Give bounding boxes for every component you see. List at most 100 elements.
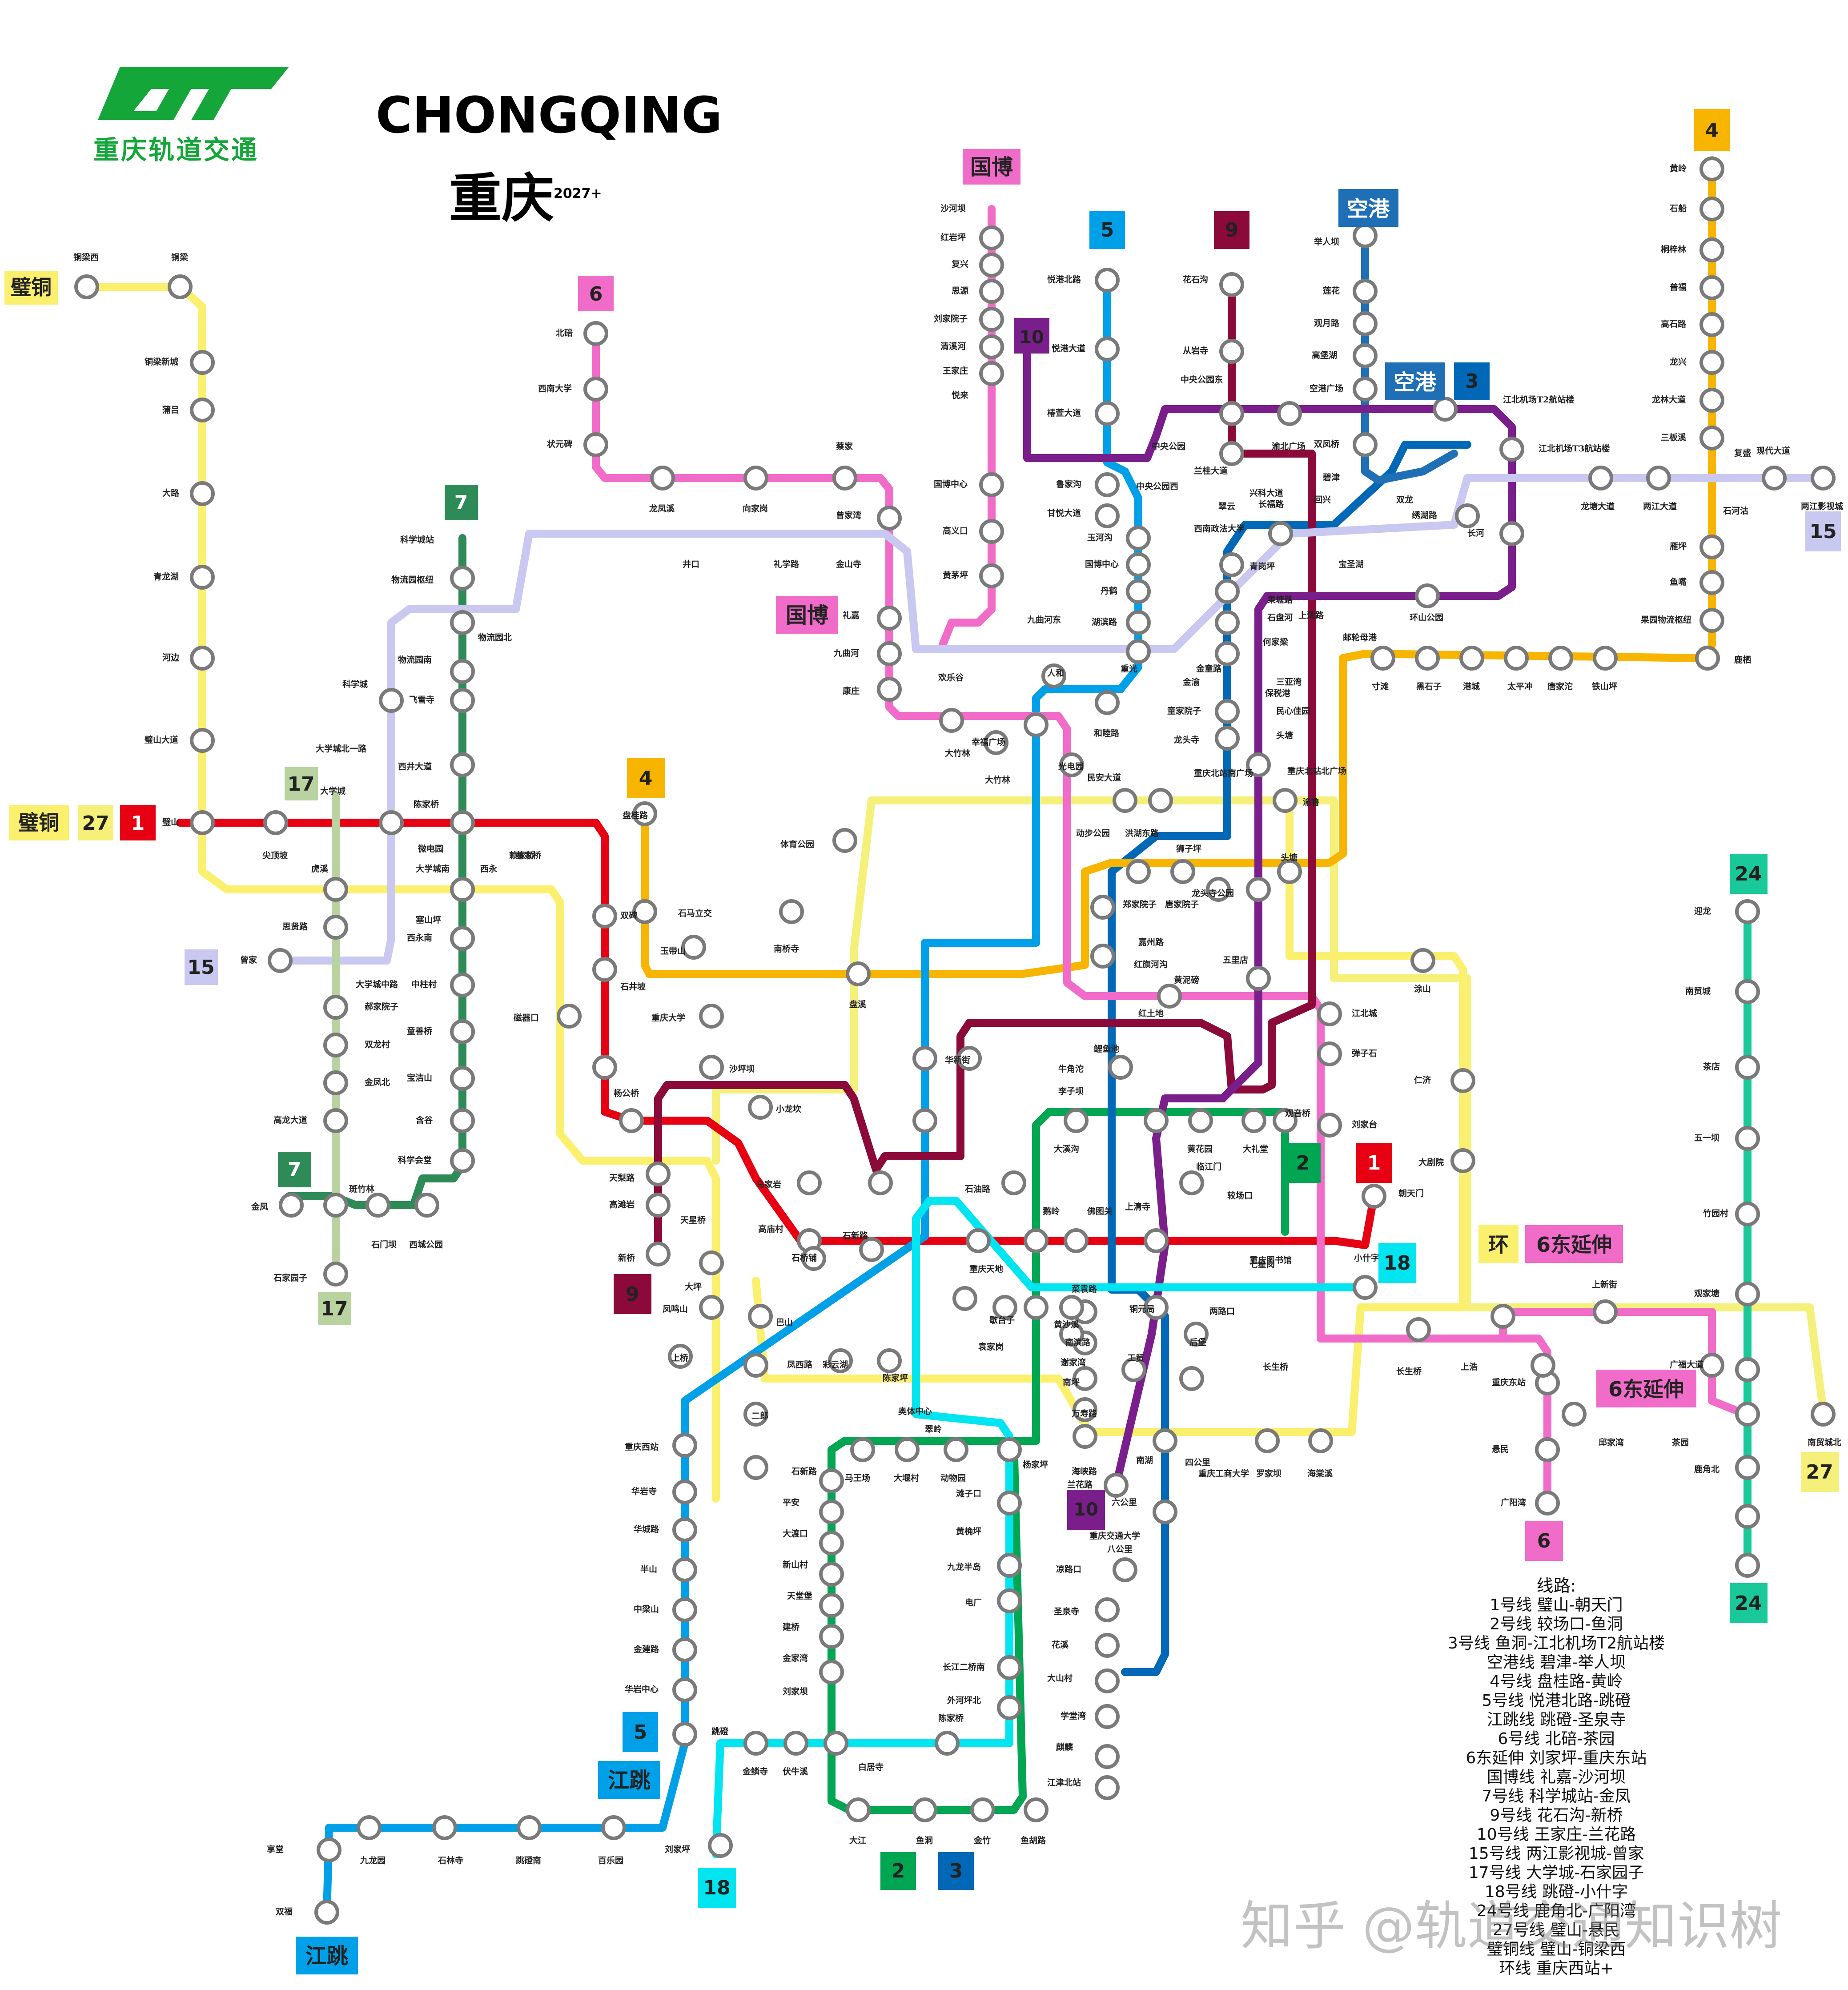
station-label: 大渡口 (783, 1528, 808, 1539)
station-label: 北碚 (556, 328, 573, 338)
legend-item: 6号线 北碚-茶园 (1498, 1730, 1615, 1748)
station-label: 普福 (1670, 282, 1687, 292)
logo-text: 重庆轨道交通 (93, 135, 259, 165)
station-label: 茶店 (1703, 1061, 1720, 1072)
station-label: 复兴 (951, 259, 968, 269)
station-label: 红土地 (1138, 1008, 1164, 1018)
station-label: 康庄 (843, 686, 860, 696)
station-label: 王家庄 (943, 366, 968, 376)
tag-7-top: 7 (445, 485, 478, 520)
station-circle (979, 253, 1004, 277)
station-label: 思贤路 (282, 921, 308, 932)
station-label: 重庆天地 (969, 1264, 1003, 1274)
station-circle (592, 1055, 617, 1080)
station-circle (450, 877, 475, 902)
legend-item: 10号线 王家庄-兰花路 (1476, 1825, 1636, 1844)
station-label: 郝家院子 (365, 1001, 398, 1012)
station-circle (317, 1837, 341, 1862)
station-label: 黄泥磅 (1174, 975, 1199, 985)
station-label: 长福路 (1258, 499, 1284, 509)
station-circle (357, 1815, 382, 1840)
station-label: 大竹林 (985, 775, 1010, 785)
station-circle (1095, 268, 1120, 293)
station-circle (190, 810, 215, 835)
station-circle (646, 1162, 671, 1186)
svg-text:6: 6 (589, 283, 603, 306)
station-label: 双碑 (620, 910, 637, 921)
watermark: 知乎 @轨道交通知识树 (1241, 1895, 1782, 1957)
line-5 (323, 276, 1142, 1916)
station-circle (1215, 726, 1240, 751)
legend-item: 江跳线 跳磴-圣泉寺 (1486, 1711, 1626, 1729)
station-circle (672, 1637, 697, 1662)
station-circle (263, 810, 288, 835)
station-label: 翠云 (1218, 502, 1235, 511)
station-label: 高堡湖 (1312, 350, 1337, 360)
station-circle (944, 1437, 968, 1462)
station-circle (1277, 401, 1302, 426)
station-circle (1268, 521, 1293, 546)
station-circle (1459, 646, 1484, 671)
station-circle (992, 1295, 1017, 1320)
station-label: 彩云湖 (822, 1360, 848, 1370)
station-circle (1064, 1228, 1089, 1253)
station-circle (323, 995, 348, 1020)
legend-item: 1号线 璧山-朝天门 (1490, 1596, 1623, 1614)
svg-text:2: 2 (892, 1860, 905, 1882)
svg-text:1: 1 (1367, 1152, 1381, 1174)
station-label: 铜梁新城 (145, 357, 178, 367)
legend-item: 27号线 璧山-悬民 (1492, 1921, 1620, 1939)
station-circle (1353, 223, 1378, 248)
station-circle (190, 481, 215, 506)
station-label: 佛图关 (1087, 1206, 1113, 1216)
station-circle (323, 1262, 348, 1286)
station-label: 茶园 (1672, 1437, 1689, 1447)
station-label: 跳磴 (711, 1726, 729, 1737)
station-label: 龙林大道 (1652, 394, 1686, 405)
svg-text:6东延伸: 6东延伸 (1536, 1233, 1612, 1257)
station-label: 观月路 (1314, 318, 1340, 328)
legend-item: 国博线 礼嘉-沙河坝 (1486, 1768, 1626, 1786)
station-circle (168, 274, 193, 299)
station-circle (646, 1242, 671, 1266)
station-label: 广阳湾 (1501, 1497, 1526, 1508)
station-label: 大学城 (320, 786, 345, 796)
station-circle (1126, 610, 1151, 635)
station-label: 科学城站 (400, 535, 434, 545)
line-9 (654, 281, 1316, 1258)
station-label: 中梁山 (634, 1604, 659, 1614)
station-circle (1499, 521, 1524, 546)
station-label: 物流园枢纽 (391, 575, 434, 585)
station-circle (517, 1815, 542, 1840)
station-label: 椿萱大道 (1047, 408, 1081, 418)
legend-item: 3号线 鱼洞-江北机场T2航站楼 (1447, 1634, 1665, 1652)
legend-item: 空港线 碧津-举人坝 (1486, 1653, 1626, 1672)
station-circle (432, 1815, 457, 1840)
station-label: 花石沟 (1183, 274, 1208, 285)
station-label: 金建路 (633, 1644, 659, 1654)
svg-text:璧铜: 璧铜 (18, 811, 59, 835)
station-circle (1370, 646, 1395, 671)
tag-10-bot: 10 (1067, 1490, 1105, 1530)
station-label: 学堂湾 (1061, 1711, 1086, 1721)
station-circle (1646, 466, 1671, 490)
station-label: 建桥 (783, 1622, 800, 1632)
station-circle (1179, 1366, 1204, 1391)
station-label: 石马立交 (678, 908, 712, 918)
station-label: 石林寺 (438, 1855, 463, 1865)
station-label: 虎溪 (311, 864, 329, 874)
station-label: 盘桂路 (623, 810, 648, 820)
station-label: 金山寺 (836, 559, 861, 569)
station-label: 九曲河 (833, 648, 859, 658)
station-label: 鱼洞 (916, 1835, 933, 1845)
station-circle (939, 708, 964, 733)
station-label: 何家梁 (1263, 637, 1289, 647)
station-circle (583, 321, 608, 346)
line-27 (712, 796, 1827, 1414)
station-label: 雁坪 (1670, 542, 1687, 551)
tag-27-right: 27 (1801, 1452, 1839, 1492)
station-circle (895, 1437, 920, 1462)
tag-18-bot: 18 (698, 1868, 736, 1908)
station-label: 蔡家桥 (516, 850, 542, 860)
station-label: 翠岭 (925, 1424, 942, 1434)
